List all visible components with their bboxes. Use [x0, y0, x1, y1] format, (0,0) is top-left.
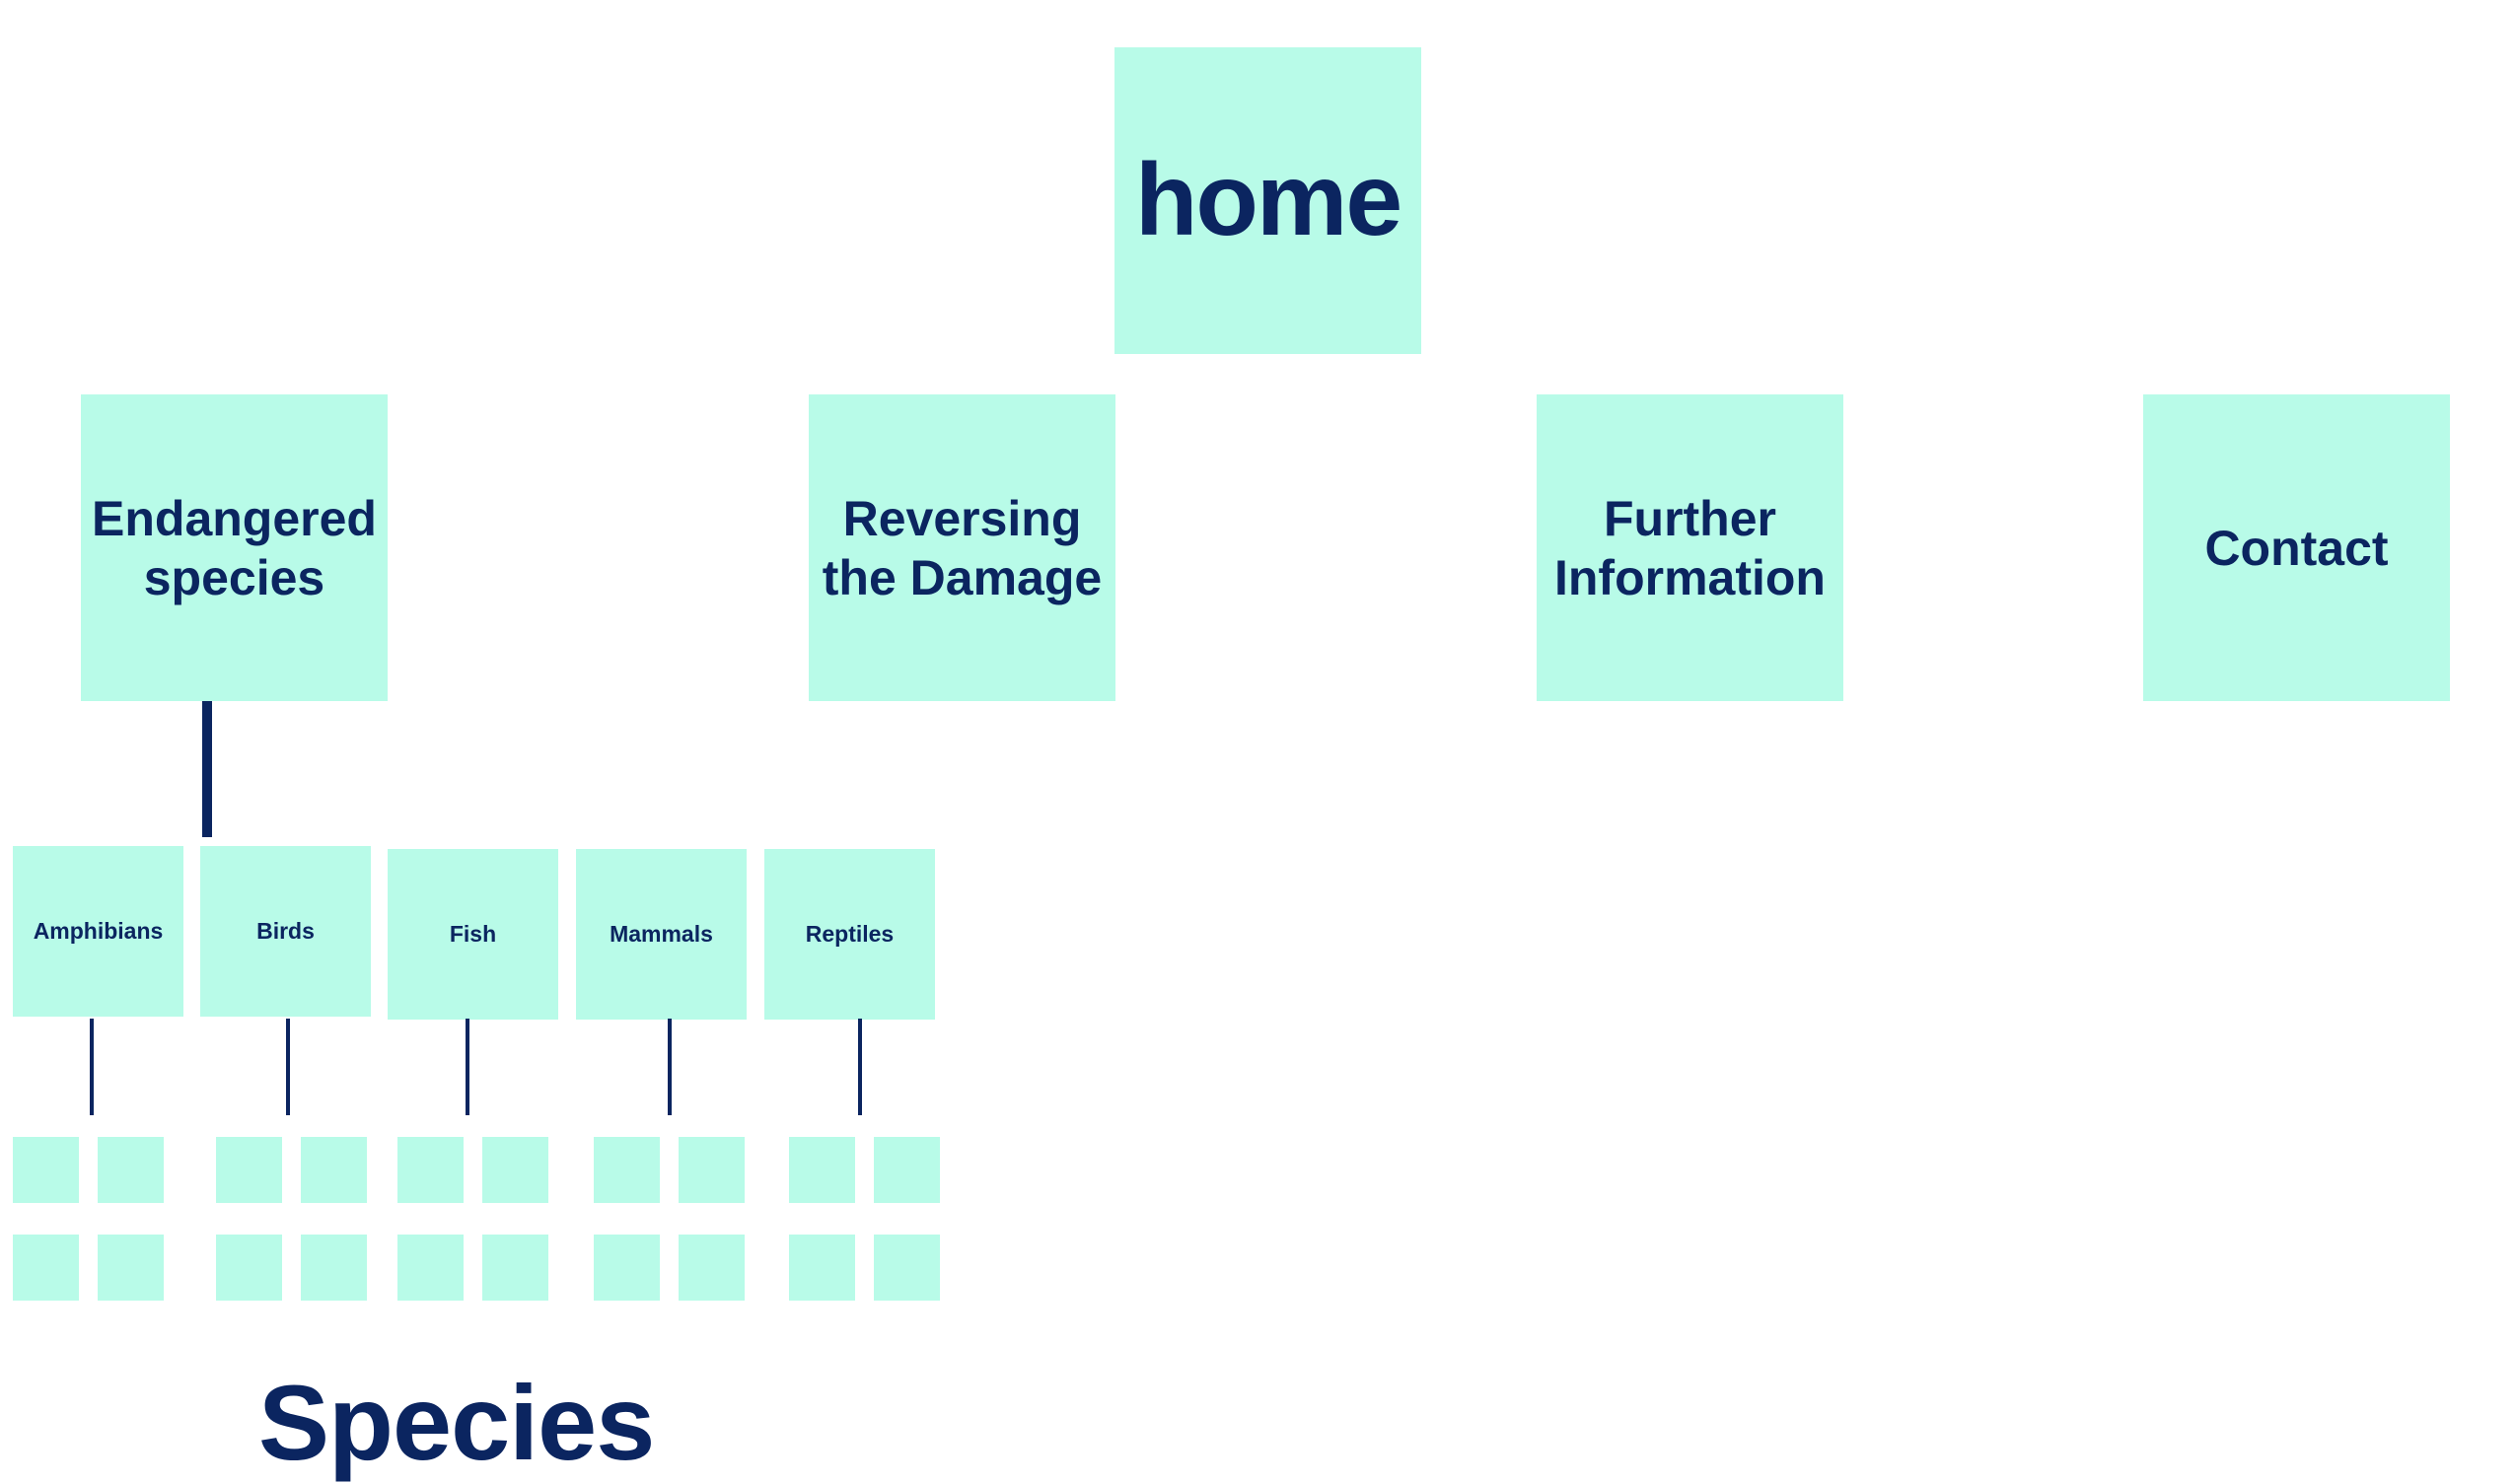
category-amphibians: Amphibians: [13, 846, 183, 1017]
connector-line: [90, 1019, 94, 1115]
connector-line: [286, 1019, 290, 1115]
section-reversing-the-damage: Reversing the Damage: [809, 394, 1115, 701]
diagram-caption: Species: [258, 1363, 655, 1482]
page-node: [594, 1235, 660, 1301]
page-node: [482, 1235, 548, 1301]
section-label: Information: [1554, 549, 1826, 605]
page-node: [789, 1137, 855, 1203]
category-label: Mammals: [610, 921, 713, 947]
page-node: [301, 1137, 367, 1203]
page-node: [594, 1137, 660, 1203]
page-node: [216, 1137, 282, 1203]
home-label: home: [1134, 143, 1402, 257]
connector-line: [858, 1019, 862, 1115]
page-node: [13, 1137, 79, 1203]
page-node: [216, 1235, 282, 1301]
page-node: [482, 1137, 548, 1203]
page-node: [397, 1137, 464, 1203]
page-node: [397, 1235, 464, 1301]
connector-line: [466, 1019, 469, 1115]
page-node: [98, 1137, 164, 1203]
section-label: species: [143, 549, 325, 605]
page-node: [679, 1137, 745, 1203]
page-node: [679, 1235, 745, 1301]
section-label: Endangered: [92, 490, 377, 546]
category-label: Birds: [256, 918, 315, 944]
category-label: Reptiles: [805, 921, 895, 947]
connector-line: [202, 701, 212, 837]
page-node: [789, 1235, 855, 1301]
category-mammals: Mammals: [576, 849, 747, 1020]
connector-line: [668, 1019, 672, 1115]
section-label: the Damage: [822, 549, 1103, 605]
page-node: [13, 1235, 79, 1301]
section-contact: Contact: [2143, 394, 2450, 701]
page-node: [874, 1235, 940, 1301]
category-label: Amphibians: [33, 918, 164, 944]
category-fish: Fish: [388, 849, 558, 1020]
section-further-information: Further Information: [1537, 394, 1843, 701]
section-label: Contact: [2204, 520, 2389, 576]
section-label: Reversing: [842, 490, 1082, 546]
page-node: [874, 1137, 940, 1203]
category-birds: Birds: [200, 846, 371, 1017]
home-node: home: [1114, 47, 1421, 354]
section-label: Further: [1603, 490, 1776, 546]
category-reptiles: Reptiles: [764, 849, 935, 1020]
category-label: Fish: [449, 921, 497, 947]
page-node: [301, 1235, 367, 1301]
page-node: [98, 1235, 164, 1301]
section-endangered-species: Endangered species: [81, 394, 388, 701]
